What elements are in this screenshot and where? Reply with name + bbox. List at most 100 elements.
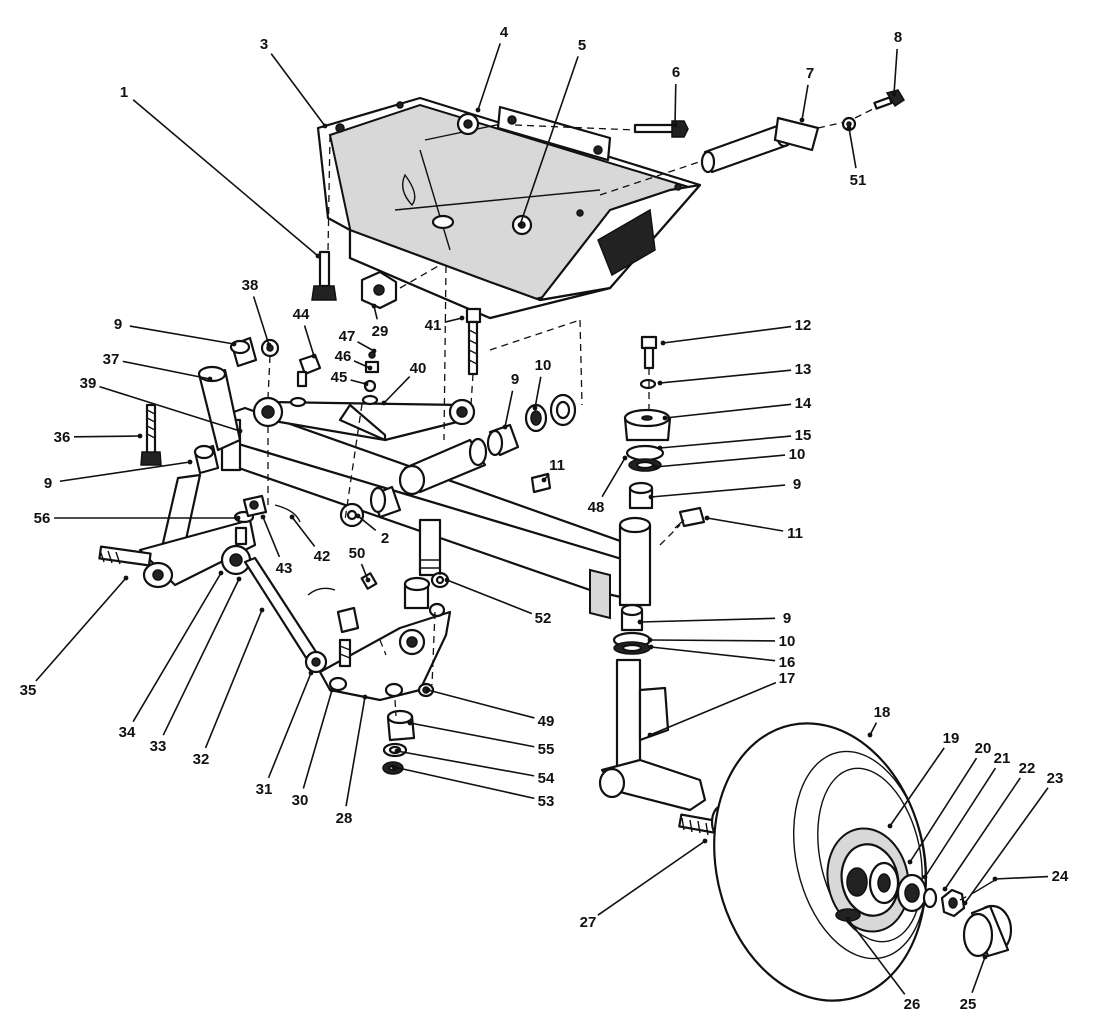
callout-dot-51: [846, 125, 852, 131]
callout-label-50: 50: [349, 545, 366, 562]
callout-label-40: 40: [410, 360, 427, 377]
lock-nut-29: [360, 264, 441, 310]
callout-dot-47: [371, 348, 377, 354]
callout-dot-55: [407, 720, 413, 726]
callout-leader-46: [353, 360, 371, 369]
callout-leader-9: [639, 617, 776, 623]
callout-label-10: 10: [779, 633, 796, 650]
callout-dot-38: [266, 342, 272, 348]
callout-label-16: 16: [779, 654, 796, 671]
callout-dot-9: [648, 494, 654, 500]
callout-dot-26: [845, 916, 851, 922]
callout-leader-51: [848, 127, 857, 169]
callout-dot-43: [260, 514, 266, 520]
callout-dot-40: [381, 400, 387, 406]
callout-label-5: 5: [578, 37, 586, 54]
callout-label-10: 10: [789, 446, 806, 463]
callout-label-45: 45: [331, 369, 348, 386]
callout-leader-26: [847, 918, 906, 995]
callout-label-3: 3: [260, 36, 268, 53]
callout-label-1: 1: [120, 84, 128, 101]
callout-leader-42: [291, 516, 316, 547]
callout-label-41: 41: [425, 317, 442, 334]
callout-leader-33: [162, 578, 240, 736]
callout-dot-14: [662, 415, 668, 421]
lower-plate-28: [318, 520, 452, 775]
callout-dot-9: [637, 619, 643, 625]
callout-leader-10: [654, 454, 786, 468]
callout-dot-44: [311, 353, 317, 359]
callout-leader-3: [270, 53, 326, 127]
callout-label-22: 22: [1019, 760, 1036, 777]
callout-dot-15: [657, 445, 663, 451]
callout-dot-2: [355, 513, 361, 519]
callout-dot-45: [363, 381, 369, 387]
callout-label-42: 42: [314, 548, 331, 565]
callout-dot-4: [475, 107, 481, 113]
callout-dot-48: [622, 455, 628, 461]
callout-label-21: 21: [994, 750, 1011, 767]
callout-label-36: 36: [54, 429, 71, 446]
callout-leader-27: [597, 840, 706, 916]
callout-label-33: 33: [150, 738, 167, 755]
callout-label-54: 54: [538, 770, 555, 787]
callout-label-31: 31: [256, 781, 273, 798]
callout-leader-50: [360, 563, 369, 581]
callout-leader-54: [396, 750, 535, 777]
callout-label-38: 38: [242, 277, 259, 294]
callout-leader-9: [650, 484, 786, 498]
callout-leader-23: [964, 787, 1049, 904]
callout-label-2: 2: [381, 530, 389, 547]
callout-dot-1: [315, 253, 321, 259]
callout-leader-12: [662, 325, 792, 344]
callout-leader-7: [801, 84, 809, 121]
callout-leader-20: [909, 757, 978, 863]
right-spindle-17: [598, 658, 734, 840]
callout-leader-39: [99, 385, 241, 432]
callout-leader-4: [477, 43, 501, 111]
callout-label-47: 47: [339, 328, 356, 345]
callout-label-37: 37: [103, 351, 120, 368]
callout-dot-33: [236, 576, 242, 582]
callout-leader-16: [650, 646, 776, 662]
callout-dot-11: [541, 477, 547, 483]
callout-label-52: 52: [535, 610, 552, 627]
callout-leader-32: [204, 609, 263, 749]
callout-leader-22: [944, 777, 1021, 890]
callout-dot-18: [867, 732, 873, 738]
callout-label-13: 13: [795, 361, 812, 378]
callout-leader-2: [357, 515, 377, 532]
callout-dot-25: [982, 954, 988, 960]
callout-leader-8: [893, 48, 898, 95]
callout-label-34: 34: [119, 724, 136, 741]
callout-leaders: [35, 43, 1049, 995]
callout-leader-48: [601, 457, 626, 498]
callout-dot-53: [391, 764, 397, 770]
callout-label-29: 29: [372, 323, 389, 340]
callout-label-53: 53: [538, 793, 555, 810]
callout-dot-29: [371, 303, 377, 309]
callout-leader-40: [383, 376, 411, 404]
pivot-tube-7: [599, 89, 906, 196]
callout-label-55: 55: [538, 741, 555, 758]
callout-label-48: 48: [588, 499, 605, 516]
callout-label-17: 17: [779, 670, 796, 687]
callout-label-9: 9: [44, 475, 52, 492]
callout-leader-10: [534, 376, 542, 409]
callout-leader-1: [132, 99, 319, 257]
callout-dot-49: [425, 687, 431, 693]
callout-leader-19: [889, 747, 945, 827]
callout-dot-46: [367, 365, 373, 371]
callout-dot-23: [962, 900, 968, 906]
left-spindle-and-steering-arm: [98, 473, 336, 596]
wheel-assembly: [713, 722, 1013, 1002]
callout-leader-9: [59, 461, 191, 483]
bolt-1: [311, 134, 337, 301]
callout-label-44: 44: [293, 306, 310, 323]
callout-label-35: 35: [20, 682, 37, 699]
callout-dot-36: [137, 433, 143, 439]
callout-leader-44: [303, 325, 315, 357]
callout-dot-37: [207, 376, 213, 382]
callout-dot-21: [922, 874, 928, 880]
callout-leader-36: [73, 435, 141, 438]
